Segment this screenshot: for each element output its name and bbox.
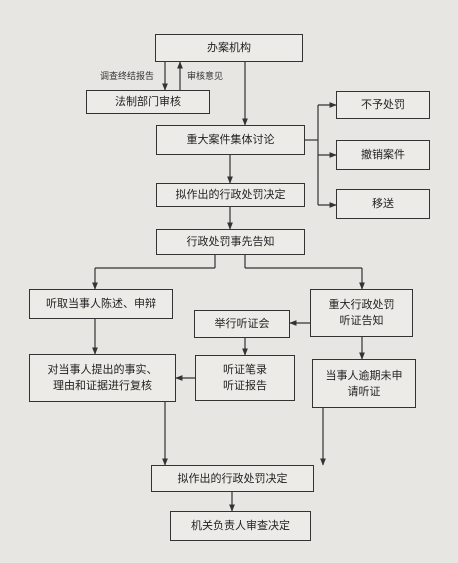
node-head-review: 机关负责人审查决定 <box>170 511 311 541</box>
node-hear-statement: 听取当事人陈述、申辩 <box>29 289 173 319</box>
node-hold-hearing: 举行听证会 <box>194 310 290 338</box>
node-prior-notice: 行政处罚事先告知 <box>156 229 305 255</box>
node-overdue-no-request: 当事人逾期未申 请听证 <box>312 359 416 408</box>
node-draft-decision-final: 拟作出的行政处罚决定 <box>151 465 314 492</box>
node-draft-decision: 拟作出的行政处罚决定 <box>156 183 305 207</box>
node-cancel-case: 撤销案件 <box>336 140 430 170</box>
node-office: 办案机构 <box>155 34 303 62</box>
node-legal-review: 法制部门审核 <box>86 90 210 114</box>
label-investigation-report: 调查终结报告 <box>100 72 155 82</box>
node-transfer: 移送 <box>336 189 430 219</box>
node-no-penalty: 不予处罚 <box>336 91 430 119</box>
node-hearing-records: 听证笔录 听证报告 <box>195 355 295 401</box>
node-major-hearing-notice: 重大行政处罚 听证告知 <box>310 289 413 337</box>
node-review-facts: 对当事人提出的事实、 理由和证据进行复核 <box>29 354 176 402</box>
label-review-opinion: 审核意见 <box>187 72 224 82</box>
node-collective-discussion: 重大案件集体讨论 <box>156 125 305 155</box>
